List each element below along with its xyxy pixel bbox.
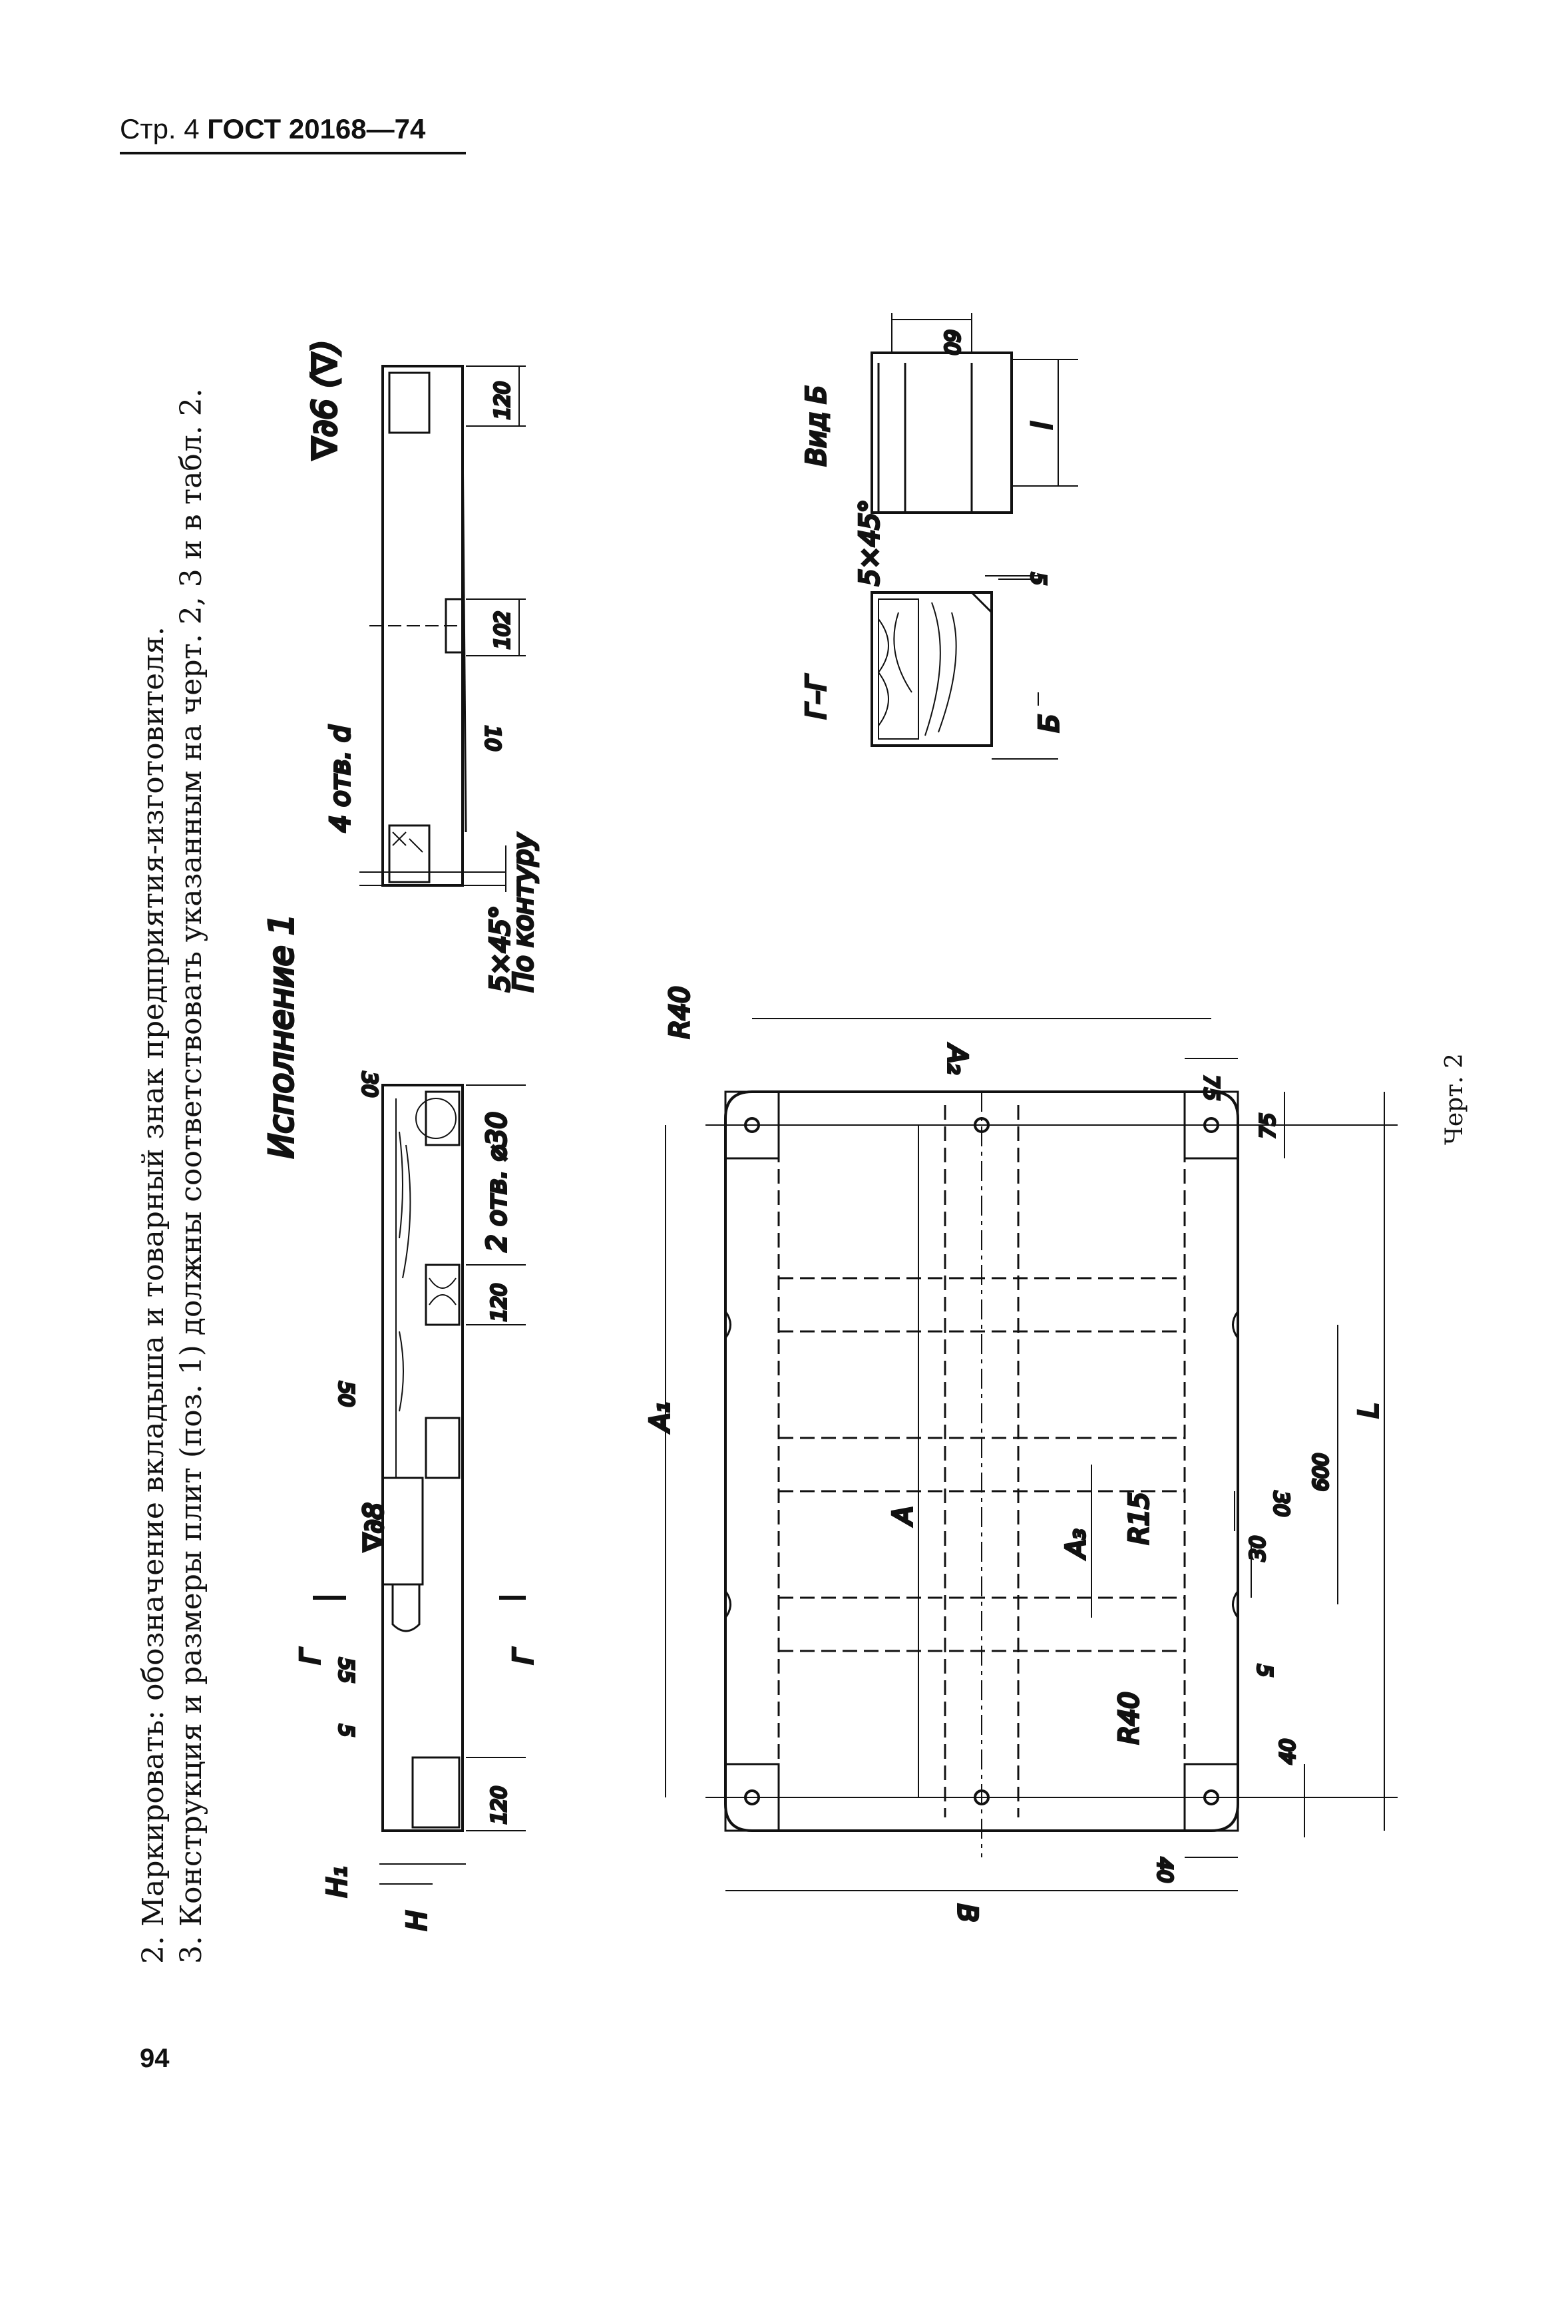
view-b	[871, 313, 1078, 514]
dim-top-102: 102	[491, 611, 514, 649]
label-A3: A₃	[1061, 1529, 1091, 1560]
dim-plan-40a: 40	[1276, 1739, 1300, 1764]
side-view-left	[313, 1084, 526, 1885]
holes-d-label: 4 отв. d	[325, 725, 356, 832]
label-R15: R15	[1124, 1492, 1155, 1544]
section-title: Г–Г	[801, 674, 832, 719]
dim-plan-75a: 75	[1199, 1075, 1223, 1100]
view-title: Вид Б	[801, 385, 832, 466]
page-number: 94	[140, 2044, 170, 2073]
dim-left-50: 50	[334, 1381, 357, 1407]
arrow-label-b: Б	[1034, 714, 1065, 732]
label-l: l	[1028, 422, 1058, 429]
dim-left-120b: 120	[488, 1786, 511, 1824]
page-header: Стр. 4 ГОСТ 20168—74	[120, 113, 466, 154]
side-view-top	[359, 365, 526, 892]
section-mark-2: Г	[508, 1648, 539, 1664]
label-H1: H₁	[322, 1867, 353, 1897]
label-R40-top: R40	[665, 986, 695, 1039]
label-H: H	[402, 1911, 433, 1931]
section-g-g	[871, 575, 1058, 760]
section-mark-1: Г	[295, 1648, 326, 1664]
dim-section-5: 5	[1026, 573, 1050, 585]
label-A: A	[888, 1507, 918, 1526]
dim-left-30: 30	[357, 1072, 381, 1097]
dim-left-120a: 120	[488, 1283, 511, 1321]
dim-view-60: 60	[940, 330, 963, 355]
dim-left-5: 5	[334, 1724, 357, 1737]
contour-note: По контуру	[508, 833, 539, 992]
roughness-main: ∇∂6 (∇)	[305, 340, 344, 460]
label-L: L	[1354, 1403, 1384, 1418]
variant-title: Исполнение 1	[262, 914, 301, 1158]
dim-top-120: 120	[491, 381, 514, 419]
dim-plan-600: 600	[1310, 1453, 1333, 1491]
label-R40-bottom: R40	[1114, 1692, 1145, 1744]
roughness-local: ∇∂8	[359, 1503, 389, 1552]
dim-plan-75b: 75	[1257, 1113, 1280, 1138]
label-B: B	[952, 1904, 982, 1922]
dim-plan-5: 5	[1253, 1664, 1276, 1677]
plan-view	[665, 1018, 1398, 1891]
standard-number: ГОСТ 20168—74	[207, 113, 426, 144]
dim-top-10: 10	[481, 726, 504, 751]
dim-plan-30b: 30	[1247, 1536, 1270, 1561]
dim-left-55: 55	[334, 1658, 357, 1683]
label-A1: A₁	[645, 1403, 676, 1433]
chamfer-section: 5×45°	[855, 499, 885, 586]
dim-plan-40b: 40	[1153, 1857, 1176, 1883]
chamfer-top: 5×45°	[485, 905, 516, 992]
dim-plan-30a: 30	[1269, 1491, 1292, 1516]
holes-30-label: 2 отв. ⌀30	[482, 1112, 512, 1252]
page-prefix: Стр. 4	[120, 113, 200, 144]
label-A2: A₂	[942, 1043, 972, 1074]
